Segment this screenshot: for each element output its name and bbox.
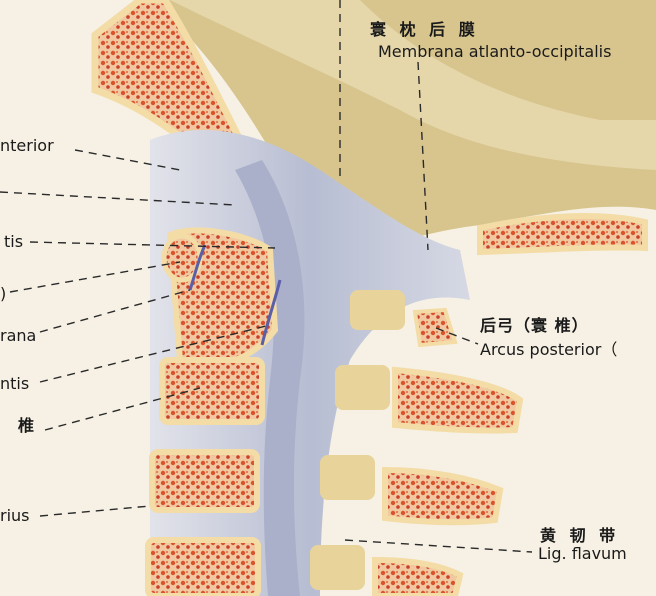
lamina-1 <box>350 290 405 330</box>
lamina-4 <box>310 545 365 590</box>
vertebra-body-c2 <box>159 357 265 425</box>
spinous-process-c4 <box>372 556 464 596</box>
vertebra-body-c3 <box>149 449 260 513</box>
rius-label-left: rius <box>0 506 30 525</box>
atlanto-occipital-label-en: Membrana atlanto-occipitalis <box>378 42 612 61</box>
tis-label-left: tis <box>4 232 24 251</box>
spinous-process-c3 <box>382 466 504 526</box>
spinal-dura <box>235 160 305 596</box>
lamina-2 <box>335 365 390 410</box>
paren-label-left: ) <box>0 284 7 303</box>
arcus-label-zh: 后弓（寰 椎） <box>480 316 589 335</box>
flavum-label-en: Lig. flavum <box>538 544 627 563</box>
joint-line-2 <box>260 279 282 346</box>
skull-highlight <box>170 0 656 170</box>
joint-line-1 <box>188 244 207 291</box>
occipital-skull-shape <box>150 0 656 250</box>
atlanto-occipital-label-zh: 寰 枕 后 膜 <box>370 20 479 39</box>
zhui-label-left: 椎 <box>18 416 39 435</box>
occipital-bone-section <box>477 213 648 256</box>
spinous-process-c2 <box>392 366 524 434</box>
posterior-label-left: nterior <box>0 136 54 155</box>
vertebra-body-c4 <box>145 537 261 596</box>
atlas-posterior-arch <box>412 307 458 348</box>
rana-label-left: rana <box>0 326 37 345</box>
lamina-3 <box>320 455 375 500</box>
flavum-label-zh: 黄 韧 带 <box>540 526 620 545</box>
leader-lines <box>0 0 533 553</box>
antis-label-left: ntis <box>0 374 30 393</box>
arcus-label-en: Arcus posterior（ <box>480 340 618 359</box>
